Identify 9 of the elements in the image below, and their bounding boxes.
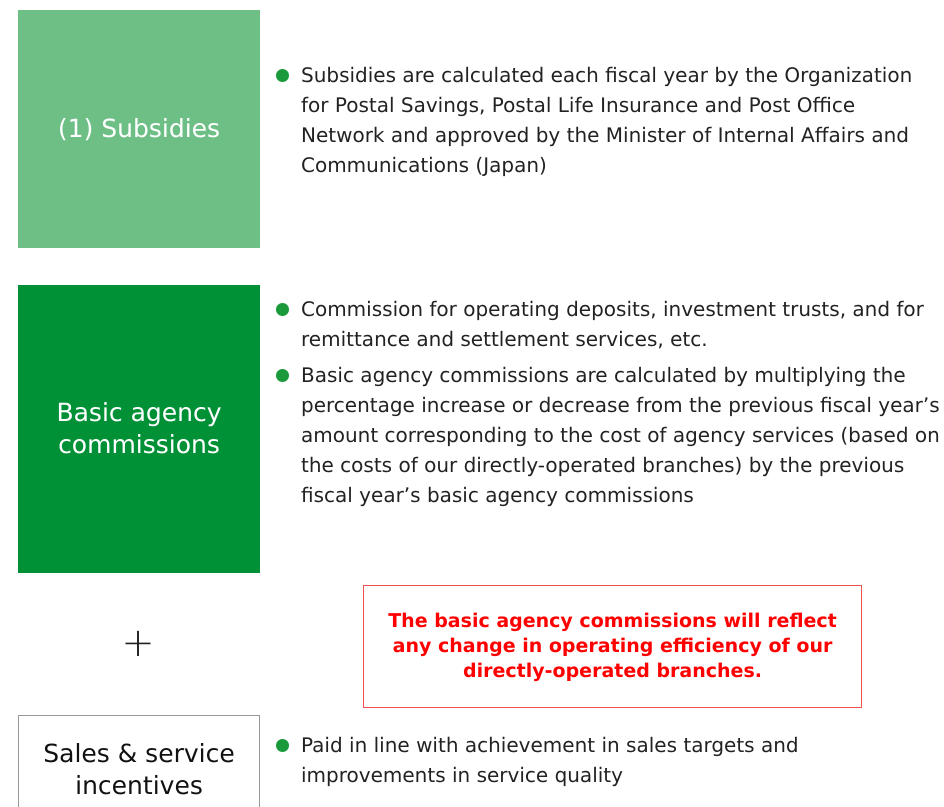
category-box: Basic agency commissions (18, 285, 260, 573)
bullet-text: Commission for operating deposits, investment trusts, and for remittance and settlement services, etc. (301, 296, 925, 353)
category-box: (1) Subsidies (18, 10, 260, 248)
bullet-text: Paid in line with achievement in sales targets and improvements in service quality (301, 732, 800, 789)
plus-sign: + (120, 620, 156, 666)
category-box: Sales & service incentives (18, 715, 260, 807)
callout-box: The basic agency commissions will reflect any change in operating efficiency of our directly-operated branches. (363, 585, 862, 708)
bullet-text: Basic agency commissions are calculated by multiplying the percentage increase or decrease from the previous fiscal year’s amount corresponding to the cost of agency services (based on the costs of our directly-operated branches) by the previous fiscal year’s basic agency commissions (301, 362, 940, 509)
bullet-text: Subsidies are calculated each fiscal year by the Organization for Postal Savings, Postal Life Insurance and Post Office Network and approved by the Minister of Internal Affairs and Communications (Japan) (301, 62, 914, 179)
